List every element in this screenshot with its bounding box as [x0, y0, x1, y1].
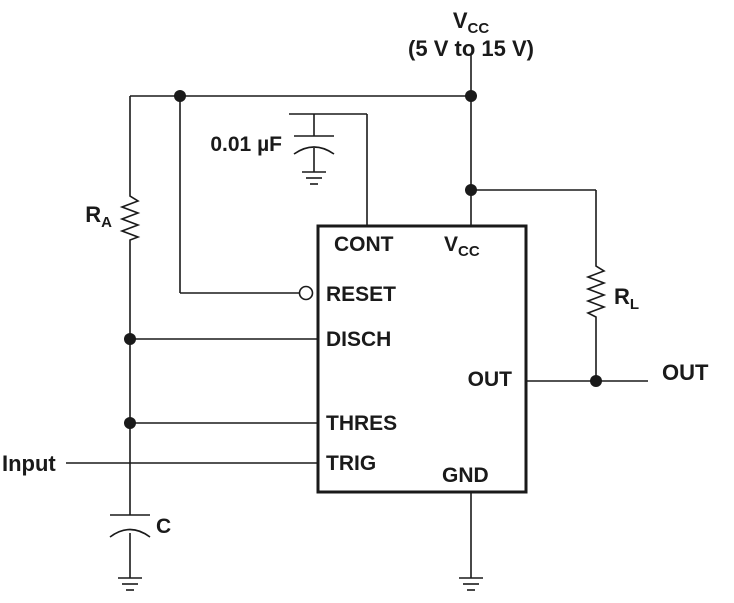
output-signal-label: OUT [662, 360, 709, 385]
pin-reset-label: RESET [326, 283, 396, 306]
pin-disch-label: DISCH [326, 328, 391, 351]
wires [66, 55, 648, 578]
reset-inversion-bubble [298, 285, 314, 301]
junction-dot [174, 90, 186, 102]
resistor-rl-label: RL [614, 284, 639, 313]
junction-dot [465, 184, 477, 196]
vcc-supply-label: VCC [453, 8, 490, 37]
capacitor-cont-symbol [293, 135, 335, 155]
resistor-ra-label: RA [85, 202, 112, 231]
pin-trig-label: TRIG [326, 452, 376, 475]
junction-dot [590, 375, 602, 387]
junction-dot [124, 417, 136, 429]
resistor-rl-symbol [585, 262, 607, 322]
timer-ic-body [316, 224, 528, 494]
pin-cont-label: CONT [334, 233, 394, 256]
pin-vcc-label: VCC [444, 233, 480, 260]
junctions [124, 90, 602, 429]
vcc-range-label: (5 V to 15 V) [408, 36, 534, 61]
capacitor-c-label: C [156, 515, 171, 538]
pin-out-label: OUT [468, 368, 513, 391]
junction-dot [124, 333, 136, 345]
input-signal-label: Input [2, 451, 56, 476]
pin-gnd-label: GND [442, 464, 489, 487]
resistor-ra-symbol [119, 190, 141, 245]
cont-capacitor-value: 0.01 µF [210, 133, 282, 156]
ground-icon [118, 577, 142, 591]
ground-icon [302, 171, 326, 185]
junction-dot [465, 90, 477, 102]
ground-icon [459, 577, 483, 591]
capacitor-c-symbol [109, 514, 151, 538]
pin-thres-label: THRES [326, 412, 397, 435]
